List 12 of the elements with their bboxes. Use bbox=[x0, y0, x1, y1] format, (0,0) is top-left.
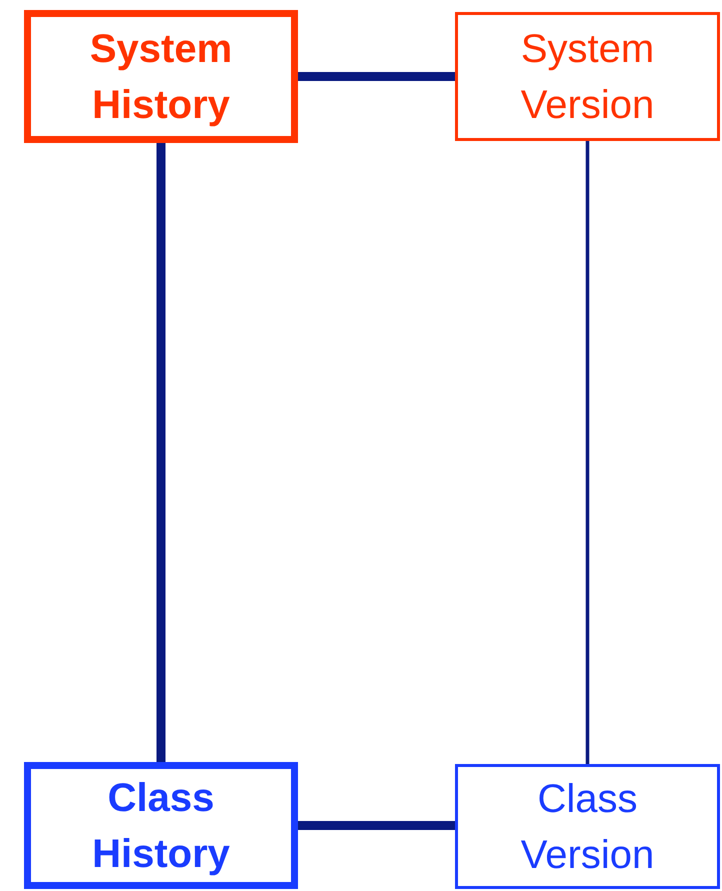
connector-line bbox=[156, 143, 166, 762]
connector-line bbox=[586, 141, 590, 764]
entity-box bbox=[455, 12, 720, 141]
entity-name: Class History bbox=[91, 774, 231, 878]
entity-name: System History bbox=[88, 26, 234, 128]
entity-box bbox=[24, 10, 298, 143]
connector-line bbox=[298, 821, 455, 830]
entity-name: System Version bbox=[520, 26, 656, 128]
entity-name: Class Version bbox=[520, 776, 656, 878]
entity-box bbox=[455, 764, 720, 889]
entity-box bbox=[24, 762, 298, 889]
connector-line bbox=[298, 72, 455, 81]
